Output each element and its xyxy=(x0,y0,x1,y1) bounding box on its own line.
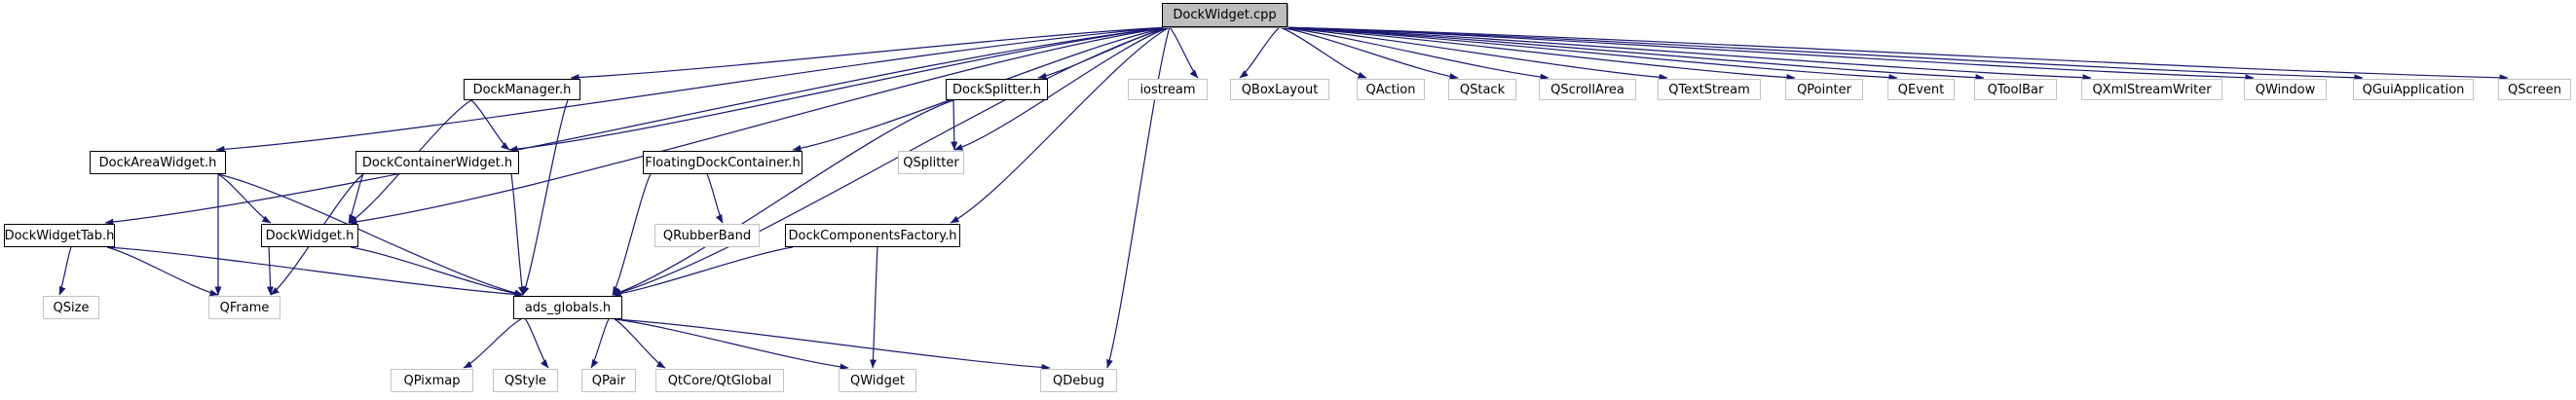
graph-node-dockareawidget-h[interactable]: DockAreaWidget.h xyxy=(90,151,226,174)
graph-node-iostream: iostream xyxy=(1128,79,1208,100)
graph-node-qevent: QEvent xyxy=(1887,79,1955,100)
edge-ads_globals_h-to-qtcore_qtglobal xyxy=(614,318,666,369)
edge-dockwidget_cpp-to-qscreen xyxy=(1279,26,2509,82)
edge-ads_globals_h-to-qwidget xyxy=(614,318,849,371)
edge-dockwidget_cpp-to-iostream xyxy=(1169,26,1199,79)
edge-dockareawidget_h-to-dockwidget_h xyxy=(217,173,272,224)
edge-dockwidgettab_h-to-qsize xyxy=(58,246,72,296)
edge-dockwidget_h-to-ads_globals_h xyxy=(350,246,524,298)
graph-node-qwidget: QWidget xyxy=(839,369,916,392)
edge-dockwidget_cpp-to-dockcomponentsfactory_h xyxy=(950,26,1171,224)
edge-dockwidget_cpp-to-qxmlstreamwriter xyxy=(1279,26,2092,82)
edge-floatingdockcontainer_h-to-qrubberband xyxy=(706,173,724,224)
edge-dockwidgettab_h-to-ads_globals_h xyxy=(106,246,524,298)
edge-dockwidget_cpp-to-qwindow xyxy=(1279,26,2255,82)
edge-dockcontainerwidget_h-to-dockwidget_h xyxy=(348,173,364,224)
edge-dockwidget_cpp-to-qaction xyxy=(1279,26,1367,79)
graph-node-dockwidgettab-h[interactable]: DockWidgetTab.h xyxy=(4,224,115,247)
edge-dockcomponentsfactory_h-to-qwidget xyxy=(870,246,878,369)
graph-node-qxmlstreamwriter: QXmlStreamWriter xyxy=(2081,79,2222,100)
graph-node-dockwidget-h[interactable]: DockWidget.h xyxy=(261,224,358,247)
graph-node-qstyle: QStyle xyxy=(493,369,558,392)
graph-node-qwindow: QWindow xyxy=(2244,79,2327,100)
graph-node-qaction: QAction xyxy=(1357,79,1425,100)
edge-dockwidget_cpp-to-dockcontainerwidget_h xyxy=(508,26,1171,153)
graph-node-qstack: QStack xyxy=(1448,79,1516,100)
graph-node-qtoolbar: QToolBar xyxy=(1974,79,2057,100)
graph-node-ads-globals-h[interactable]: ads_globals.h xyxy=(513,296,622,319)
graph-node-qboxlayout: QBoxLayout xyxy=(1230,79,1329,100)
graph-node-qpixmap: QPixmap xyxy=(391,369,473,392)
graph-node-dockcontainerwidget-h[interactable]: DockContainerWidget.h xyxy=(355,151,519,174)
edge-dockwidget_cpp-to-qguiapplication xyxy=(1279,26,2364,82)
graph-node-qsize: QSize xyxy=(43,296,99,319)
graph-node-qtcore-qtglobal: QtCore/QtGlobal xyxy=(655,369,784,392)
edge-dockwidget_cpp-to-qtextstream xyxy=(1279,26,1668,81)
graph-node-qtextstream: QTextStream xyxy=(1658,79,1761,100)
graph-node-qrubberband: QRubberBand xyxy=(654,224,760,247)
graph-node-qscrollarea: QScrollArea xyxy=(1539,79,1636,100)
edge-floatingdockcontainer_h-to-ads_globals_h xyxy=(612,173,652,296)
graph-node-qdebug: QDebug xyxy=(1040,369,1117,392)
edge-dockwidget_h-to-qframe xyxy=(266,246,274,296)
edge-ads_globals_h-to-qstyle xyxy=(525,318,549,369)
edge-dockwidget_cpp-to-qboxlayout xyxy=(1239,26,1281,79)
graph-node-qpair: QPair xyxy=(581,369,636,392)
edge-docksplitter_h-to-qsplitter xyxy=(951,99,958,151)
edge-ads_globals_h-to-qpixmap xyxy=(463,318,522,369)
edge-dockmanager_h-to-ads_globals_h xyxy=(522,99,569,296)
graph-node-docksplitter-h[interactable]: DockSplitter.h xyxy=(946,79,1048,100)
edge-dockwidget_cpp-to-dockwidget_h xyxy=(348,26,1171,226)
edge-dockcomponentsfactory_h-to-ads_globals_h xyxy=(612,246,794,298)
edge-ads_globals_h-to-qpair xyxy=(590,318,610,369)
graph-node-qpointer: QPointer xyxy=(1785,79,1863,100)
edge-dockwidgettab_h-to-qframe xyxy=(106,246,219,297)
graph-node-qscreen: QScreen xyxy=(2498,79,2571,100)
edge-dockwidget_cpp-to-qstack xyxy=(1279,26,1459,81)
graph-node-qframe: QFrame xyxy=(208,296,280,319)
graph-node-dockwidget-cpp: DockWidget.cpp xyxy=(1162,3,1288,27)
graph-node-qsplitter: QSplitter xyxy=(898,151,964,174)
graph-node-qguiapplication: QGuiApplication xyxy=(2353,79,2474,100)
edge-ads_globals_h-to-qdebug xyxy=(614,318,1051,371)
edge-dockwidget_cpp-to-qscrollarea xyxy=(1279,26,1549,81)
edge-dockwidget_cpp-to-dockmanager_h xyxy=(570,26,1171,82)
graph-node-floatingdockcontainer-h[interactable]: FloatingDockContainer.h xyxy=(643,151,803,174)
graph-node-dockcomponentsfactory-h[interactable]: DockComponentsFactory.h xyxy=(785,224,960,247)
edge-dockwidget_cpp-to-qevent xyxy=(1279,26,1898,82)
edge-dockwidget_cpp-to-dockwidgettab_h xyxy=(104,26,1171,226)
edge-dockwidget_cpp-to-qtoolbar xyxy=(1279,26,1985,82)
edge-docksplitter_h-to-ads_globals_h xyxy=(612,99,954,296)
edge-dockwidget_cpp-to-qpointer xyxy=(1279,26,1796,81)
edge-dockwidget_cpp-to-docksplitter_h xyxy=(1037,26,1171,80)
edge-dockcontainerwidget_h-to-ads_globals_h xyxy=(510,173,526,296)
edge-dockmanager_h-to-dockcontainerwidget_h xyxy=(470,99,510,151)
graph-node-dockmanager-h[interactable]: DockManager.h xyxy=(464,79,580,100)
